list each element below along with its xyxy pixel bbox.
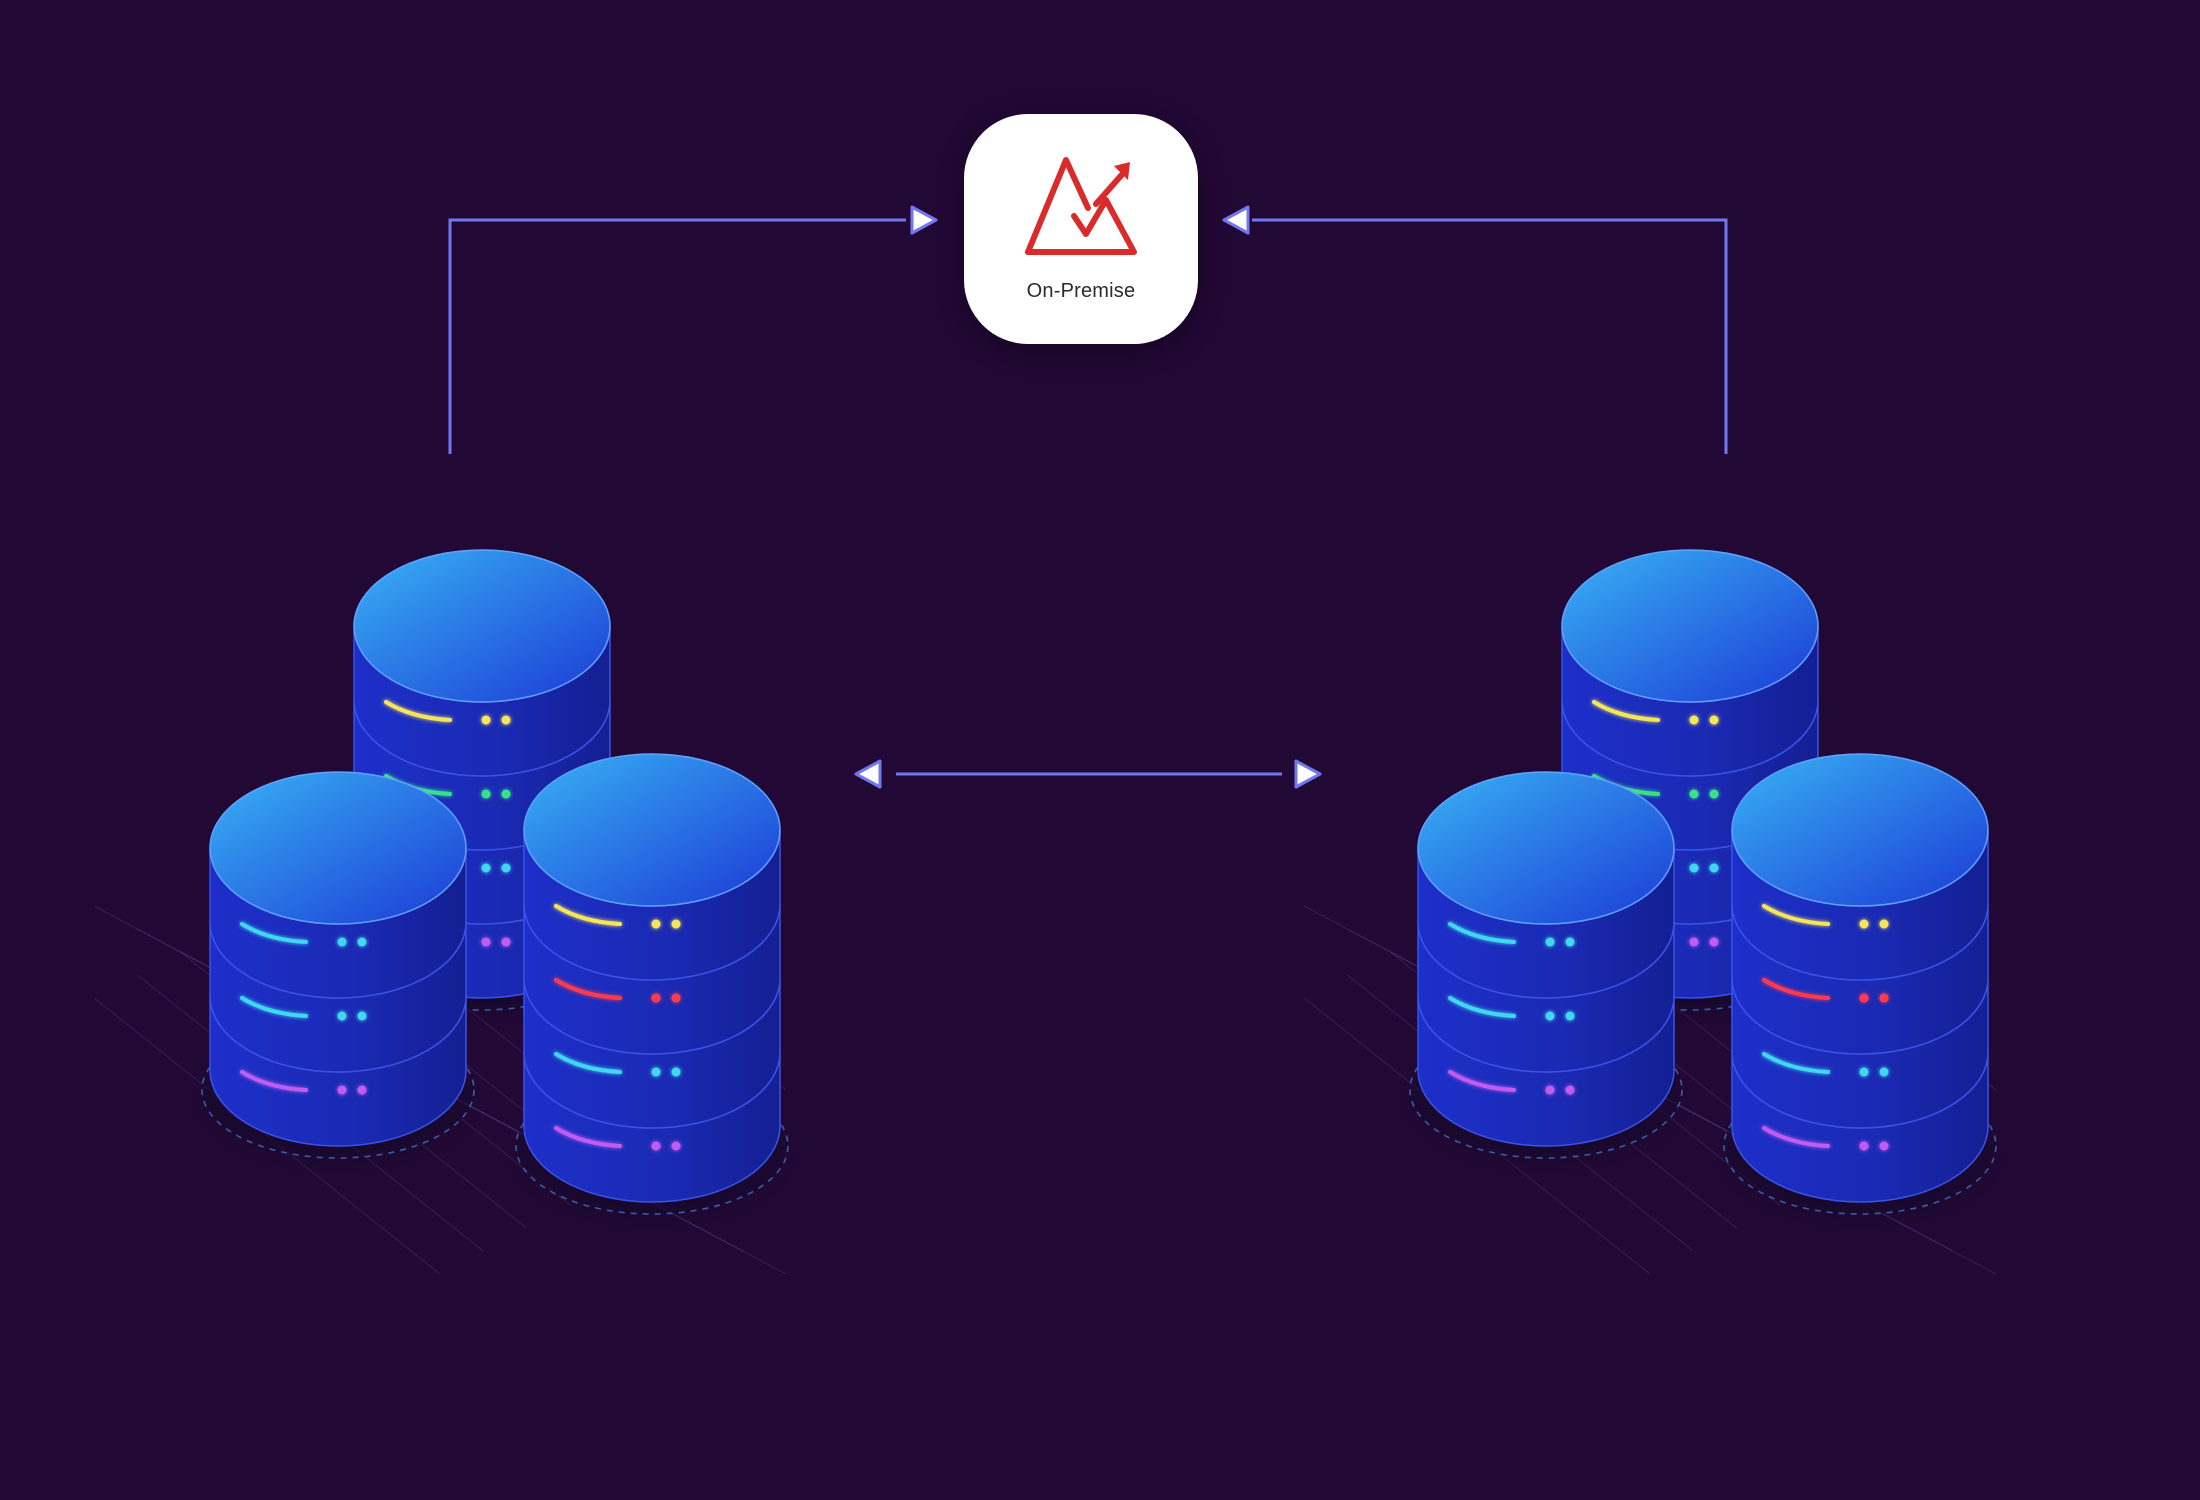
led-dot — [501, 789, 511, 799]
led-dot — [501, 937, 511, 947]
led-dot — [1879, 919, 1889, 929]
led-strip — [554, 978, 622, 1000]
led-dot — [651, 919, 661, 929]
led-dot — [337, 1011, 347, 1021]
server-top — [1561, 549, 1819, 703]
connector-right-to-hub — [1252, 218, 1728, 454]
server-top — [353, 549, 611, 703]
arrowhead-between-left — [854, 759, 882, 789]
led-dot — [1545, 937, 1555, 947]
led-dot — [501, 715, 511, 725]
led-strip — [240, 996, 308, 1018]
server-stack-front-right — [1712, 753, 2008, 1232]
server-top — [523, 753, 781, 907]
led-dot — [671, 993, 681, 1003]
led-dot — [337, 937, 347, 947]
led-dot — [357, 1085, 367, 1095]
led-strip — [554, 904, 622, 926]
led-strip — [554, 1052, 622, 1074]
led-dot — [481, 863, 491, 873]
server-stack-front-left — [190, 771, 486, 1176]
led-dot — [1565, 1085, 1575, 1095]
led-dot — [1565, 937, 1575, 947]
led-strip — [1448, 1070, 1516, 1092]
led-dot — [481, 715, 491, 725]
led-strip — [1448, 996, 1516, 1018]
led-dot — [357, 937, 367, 947]
led-dot — [1565, 1011, 1575, 1021]
led-strip — [1592, 700, 1660, 722]
led-dot — [1879, 1067, 1889, 1077]
led-dot — [1545, 1011, 1555, 1021]
led-dot — [1689, 715, 1699, 725]
led-dot — [651, 1067, 661, 1077]
led-dot — [1689, 937, 1699, 947]
server-top — [209, 771, 467, 925]
led-strip — [384, 700, 452, 722]
connector-lines — [448, 205, 1728, 789]
led-dot — [1859, 919, 1869, 929]
led-dot — [1709, 937, 1719, 947]
led-dot — [337, 1085, 347, 1095]
led-strip — [1762, 1052, 1830, 1074]
led-dot — [1859, 993, 1869, 1003]
led-dot — [1859, 1067, 1869, 1077]
led-dot — [651, 1141, 661, 1151]
arrowhead-left-to-hub — [910, 205, 938, 235]
right-server-cluster — [1398, 549, 2008, 1232]
led-dot — [481, 937, 491, 947]
led-dot — [1879, 993, 1889, 1003]
led-dot — [1859, 1141, 1869, 1151]
led-dot — [481, 789, 491, 799]
led-strip — [240, 922, 308, 944]
server-clusters — [190, 549, 2008, 1232]
server-stack-front-left — [1398, 771, 1694, 1176]
led-strip — [1762, 904, 1830, 926]
led-dot — [1689, 863, 1699, 873]
led-dot — [671, 1067, 681, 1077]
led-strip — [1762, 1126, 1830, 1148]
led-dot — [1709, 789, 1719, 799]
led-dot — [501, 863, 511, 873]
led-strip — [554, 1126, 622, 1148]
connector-left-to-hub — [448, 218, 906, 454]
server-stack-front-right — [504, 753, 800, 1232]
led-dot — [651, 993, 661, 1003]
mountain-trend-arrow-icon — [1025, 157, 1137, 255]
left-server-cluster — [190, 549, 800, 1232]
led-dot — [1709, 863, 1719, 873]
led-strip — [240, 1070, 308, 1092]
led-dot — [1709, 715, 1719, 725]
arrowhead-right-to-hub — [1222, 205, 1250, 235]
on-premise-card[interactable]: On-Premise — [964, 114, 1198, 344]
server-top — [1417, 771, 1675, 925]
led-strip — [1448, 922, 1516, 944]
led-dot — [357, 1011, 367, 1021]
led-dot — [1879, 1141, 1889, 1151]
on-premise-label: On-Premise — [1026, 280, 1136, 302]
led-strip — [1762, 978, 1830, 1000]
led-dot — [1689, 789, 1699, 799]
led-dot — [671, 1141, 681, 1151]
server-top — [1731, 753, 1989, 907]
arrowhead-between-right — [1294, 759, 1322, 789]
led-dot — [671, 919, 681, 929]
led-dot — [1545, 1085, 1555, 1095]
